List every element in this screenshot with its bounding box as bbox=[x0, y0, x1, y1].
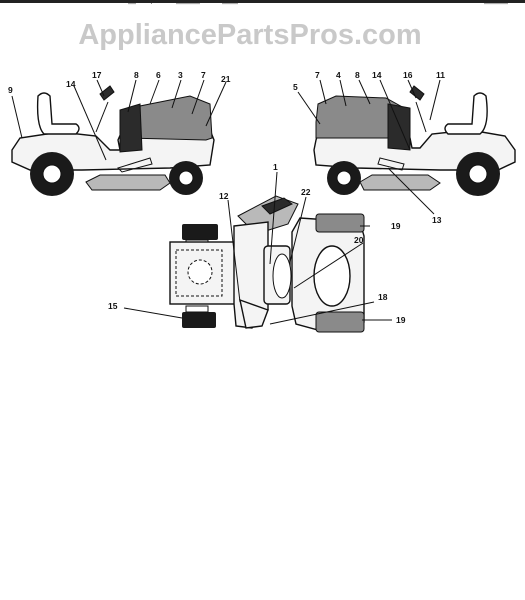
callout-21: 21 bbox=[221, 74, 231, 84]
callout-15: 15 bbox=[108, 301, 118, 311]
callout-19-bottom: 19 bbox=[396, 315, 406, 325]
top-view-callouts: 1 22 12 19 20 15 18 19 bbox=[108, 162, 406, 325]
tractor-top-view bbox=[169, 195, 365, 333]
right-view-leaders bbox=[297, 79, 441, 215]
top-strip-mark-1: — bbox=[128, 0, 136, 8]
top-view-leaders bbox=[123, 171, 392, 325]
callout-17: 17 bbox=[92, 70, 102, 80]
top-strip: — · ——— —— ——— bbox=[0, 0, 525, 8]
right-view-callouts: 5 7 4 8 14 16 11 13 bbox=[293, 70, 445, 225]
left-view-leaders bbox=[11, 79, 227, 161]
callout-7-right: 7 bbox=[315, 70, 320, 80]
top-strip-mark-3: ——— bbox=[176, 0, 200, 8]
tractor-right-view bbox=[313, 85, 516, 196]
callout-20: 20 bbox=[354, 235, 364, 245]
callout-3: 3 bbox=[178, 70, 183, 80]
callout-7: 7 bbox=[201, 70, 206, 80]
callout-19-top: 19 bbox=[391, 221, 401, 231]
callout-8-right: 8 bbox=[355, 70, 360, 80]
watermark-text: AppliancePartsPros.com bbox=[78, 19, 421, 51]
callout-4: 4 bbox=[336, 70, 341, 80]
callout-13: 13 bbox=[432, 215, 442, 225]
callout-11: 11 bbox=[436, 70, 445, 80]
callout-14-right: 14 bbox=[372, 70, 382, 80]
callout-6: 6 bbox=[156, 70, 161, 80]
callout-8: 8 bbox=[134, 70, 139, 80]
tractor-left-view bbox=[11, 85, 215, 196]
callout-14: 14 bbox=[66, 79, 76, 89]
left-view-callouts: 9 14 17 8 6 3 7 21 bbox=[8, 70, 231, 95]
callout-18: 18 bbox=[378, 292, 388, 302]
callout-22: 22 bbox=[301, 187, 311, 197]
callout-12: 12 bbox=[219, 191, 229, 201]
callout-1: 1 bbox=[273, 162, 278, 172]
callout-9: 9 bbox=[8, 85, 13, 95]
callout-5: 5 bbox=[293, 82, 298, 92]
top-strip-mark-5: ——— bbox=[484, 0, 508, 8]
callout-16: 16 bbox=[403, 70, 413, 80]
top-strip-mark-4: —— bbox=[222, 0, 238, 8]
top-strip-mark-2: · bbox=[150, 0, 153, 8]
